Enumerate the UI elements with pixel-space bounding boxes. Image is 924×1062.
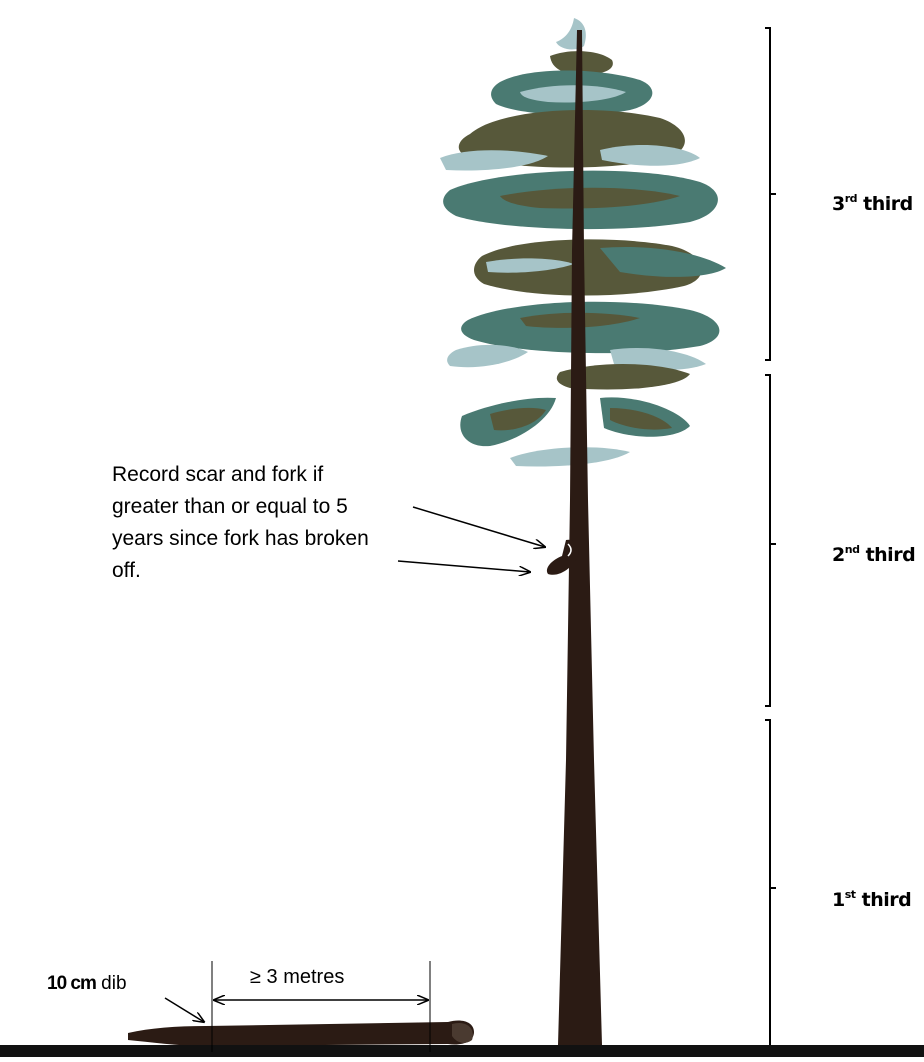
third-number: 2 — [832, 544, 845, 566]
arrow-to-dib — [165, 998, 204, 1022]
height-brackets — [765, 28, 776, 1045]
dib-label: 10 cm dib — [47, 973, 127, 995]
dib-diameter: 10 cm — [47, 973, 96, 994]
ground-line — [0, 1045, 924, 1057]
third-ordinal: nd — [845, 543, 860, 556]
label-third-2: 2nd third — [832, 543, 915, 566]
scar-annotation: Record scar and fork if greater than or … — [112, 459, 392, 587]
crown-layer — [510, 447, 630, 466]
label-third-1: 1st third — [832, 888, 911, 911]
third-word: third — [866, 544, 916, 566]
crown-layer — [447, 345, 528, 367]
dib-text: dib — [101, 973, 126, 994]
arrow-to-scar — [413, 507, 545, 547]
log-shape — [128, 1020, 474, 1046]
third-word: third — [862, 889, 912, 911]
third-word: third — [863, 193, 913, 215]
third-number: 3 — [832, 193, 845, 215]
length-label: ≥ 3 metres — [250, 966, 344, 989]
crown-layer — [440, 150, 548, 170]
bracket-third-1 — [765, 720, 776, 1045]
third-ordinal: st — [845, 888, 856, 901]
third-ordinal: rd — [845, 192, 857, 205]
fallen-log — [128, 1020, 474, 1046]
third-number: 1 — [832, 889, 845, 911]
label-third-3: 3rd third — [832, 192, 913, 215]
bracket-third-2 — [765, 375, 776, 706]
bracket-third-3 — [765, 28, 776, 360]
arrow-to-fork — [398, 561, 530, 572]
